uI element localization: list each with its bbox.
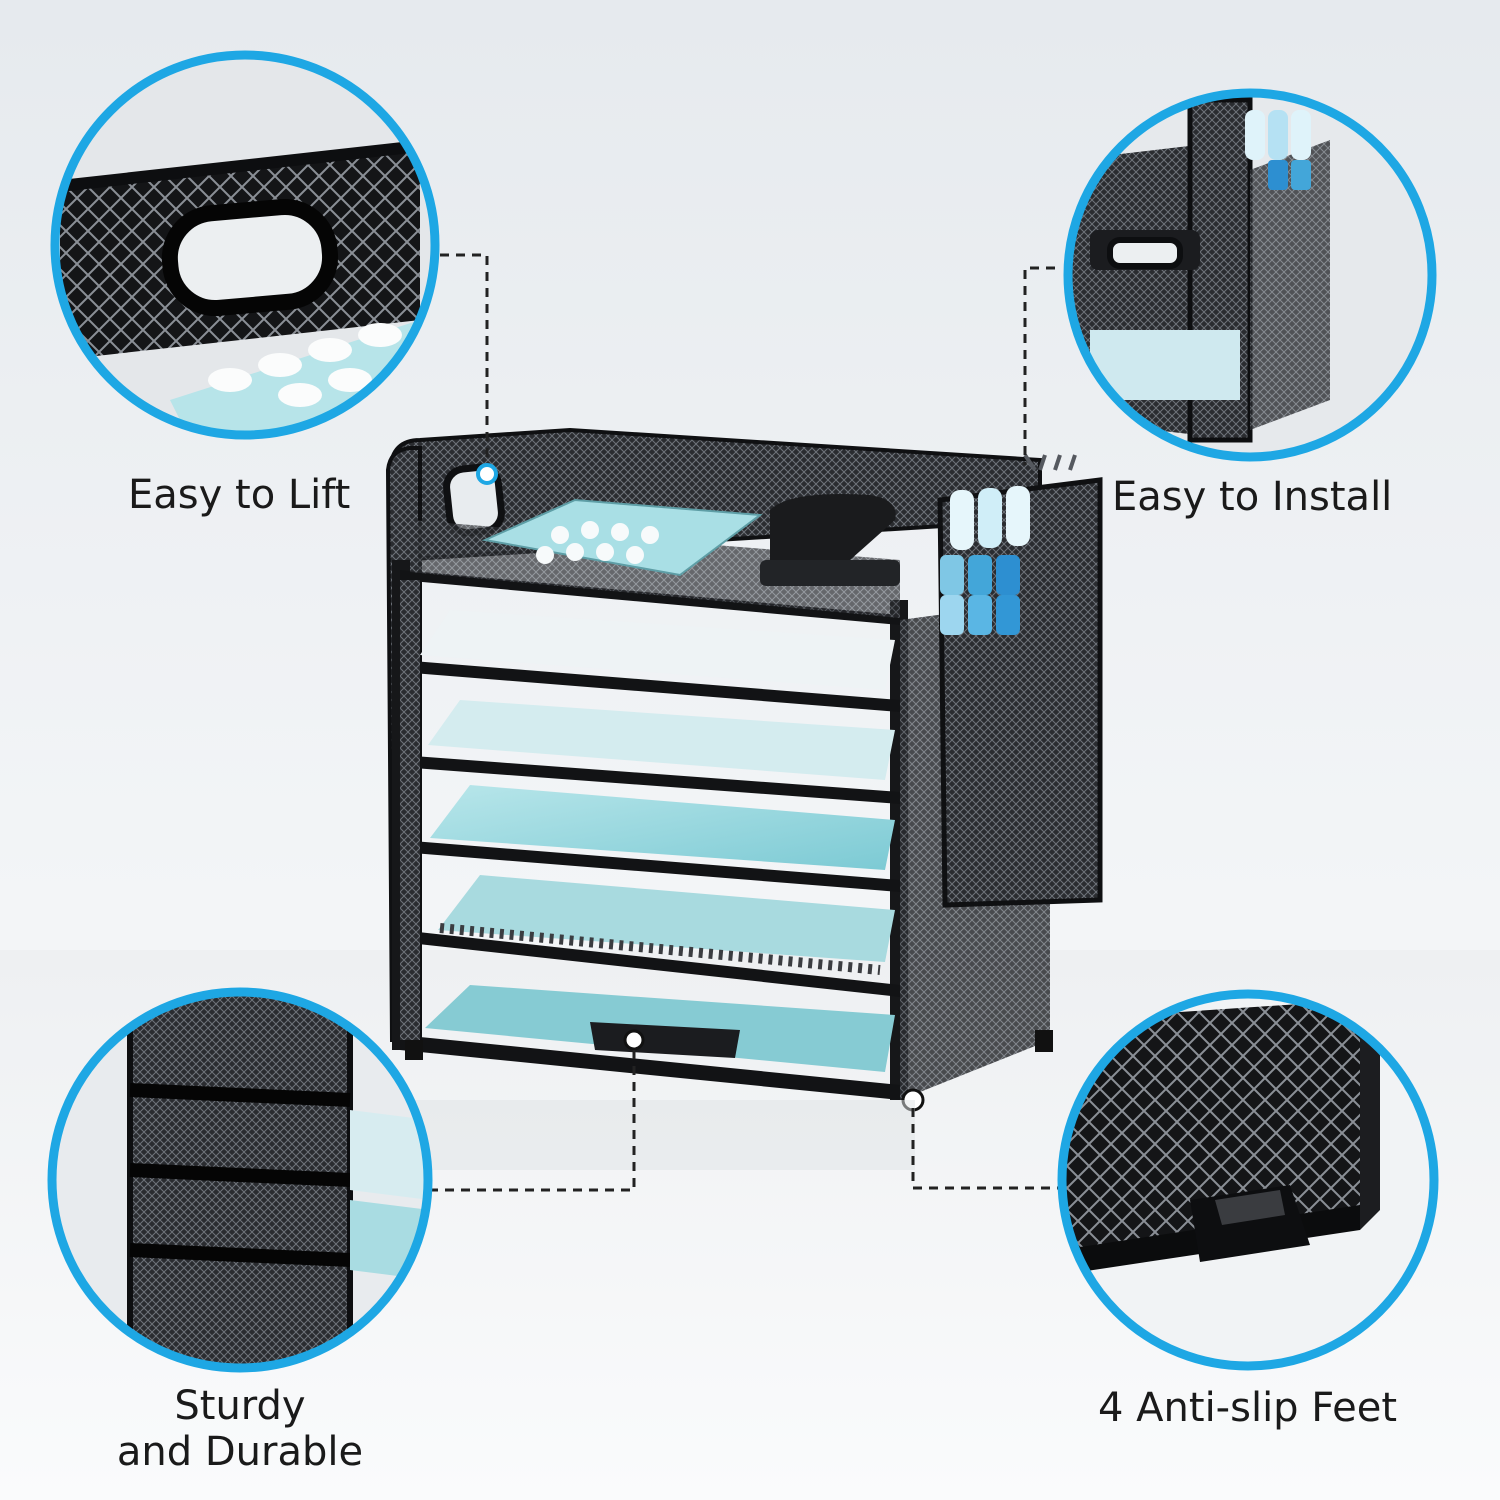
markers: [940, 486, 1030, 635]
callout-mesh-wall-closeup: [47, 987, 433, 1373]
file-organizer: [385, 427, 1103, 1170]
label-sturdy: Sturdy and Durable: [100, 1383, 380, 1475]
label-sturdy-line1: Sturdy: [174, 1383, 306, 1429]
stapler: [770, 494, 896, 560]
callout-handle-closeup: [50, 50, 440, 440]
label-easy-to-lift: Easy to Lift: [128, 472, 351, 518]
label-anti-slip-feet: 4 Anti-slip Feet: [1098, 1385, 1398, 1431]
callout-foot-closeup: [1057, 989, 1439, 1371]
callout-side-rack-closeup: [1063, 88, 1437, 462]
label-easy-to-install: Easy to Install: [1112, 474, 1393, 520]
label-sturdy-line2: and Durable: [116, 1429, 364, 1475]
connectors: [430, 253, 1060, 1192]
